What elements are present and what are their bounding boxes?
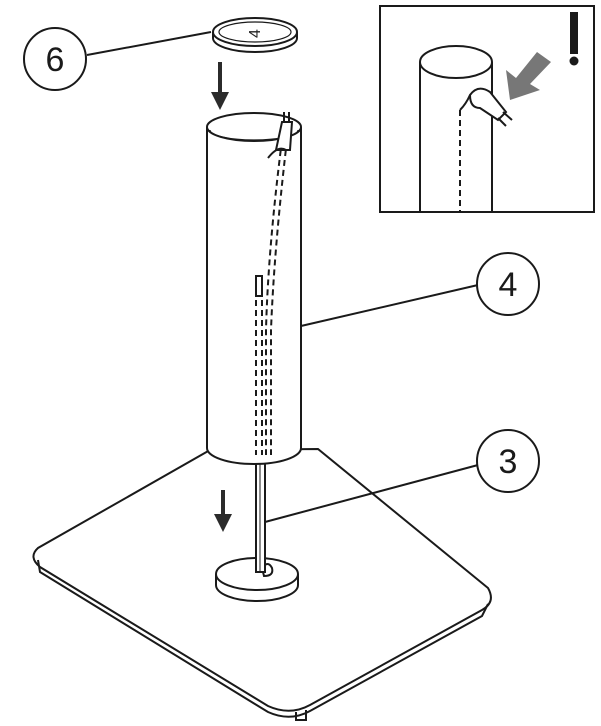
down-arrow-icon xyxy=(214,490,232,532)
inset-column xyxy=(419,45,493,213)
callout-cap: 6 xyxy=(23,27,212,91)
pointer-arrow-icon xyxy=(506,52,551,100)
rod-top xyxy=(255,275,263,297)
inset-plug xyxy=(459,87,513,127)
detail-inset xyxy=(379,5,595,213)
column-tube xyxy=(206,112,302,465)
cable-plug xyxy=(267,112,294,159)
callout-column: 4 xyxy=(300,252,540,327)
down-arrow-icon xyxy=(211,62,229,110)
callout-label-cap: 6 xyxy=(46,41,65,79)
internal-cable xyxy=(255,139,288,455)
callout-rod: 3 xyxy=(264,429,540,523)
top-cap xyxy=(212,17,298,53)
callout-label-column: 4 xyxy=(499,266,518,304)
cap-marking: 4 xyxy=(247,29,264,38)
warning-icon xyxy=(569,12,579,66)
callout-label-rod: 3 xyxy=(499,443,518,481)
rod xyxy=(255,447,266,573)
